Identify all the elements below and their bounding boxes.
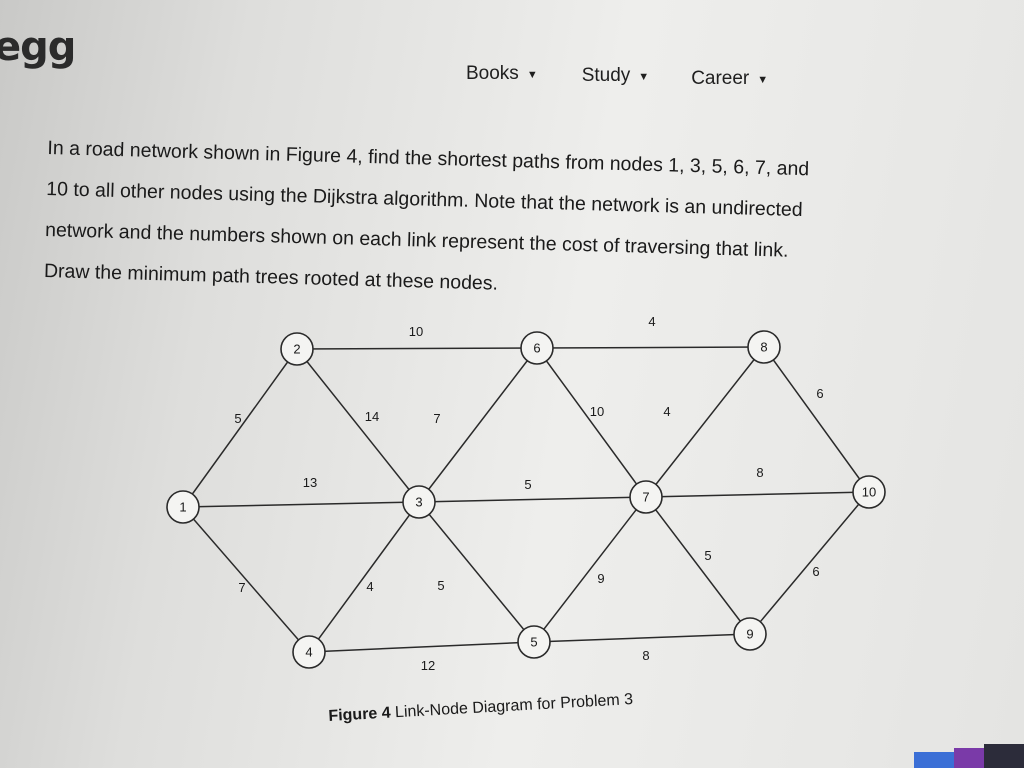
edge-cost-label: 5: [234, 411, 241, 426]
edge-cost-label: 7: [238, 580, 245, 595]
edge-9-10: [749, 491, 870, 635]
nav-study[interactable]: Study ▼: [582, 62, 649, 90]
nav-career[interactable]: Career ▼: [691, 68, 768, 90]
edge-3-4: [308, 501, 420, 653]
edge-1-3: [182, 501, 420, 508]
node-9: [733, 617, 767, 651]
node-label: 3: [415, 495, 422, 510]
nav-career-label: Career: [691, 68, 750, 89]
node-label: 1: [179, 500, 186, 515]
edge-cost-label: 10: [590, 404, 604, 419]
node-2: [280, 332, 314, 366]
node-label: 4: [305, 645, 312, 660]
node-label: 8: [760, 340, 767, 355]
edge-3-5: [418, 501, 535, 643]
edge-cost-label: 4: [663, 404, 670, 419]
nav-books-label: Books: [466, 63, 519, 84]
edge-cost-label: 9: [597, 571, 604, 586]
edge-2-3: [296, 348, 420, 503]
edge-7-9: [645, 496, 751, 635]
edge-6-8: [536, 346, 765, 349]
node-7: [629, 480, 663, 514]
chevron-down-icon: ▼: [757, 74, 769, 86]
chegg-logo[interactable]: egg: [0, 24, 76, 70]
node-3: [402, 485, 436, 519]
node-10: [852, 475, 886, 509]
node-label: 9: [746, 627, 753, 642]
edge-cost-label: 6: [812, 564, 819, 579]
edge-cost-label: 4: [648, 314, 655, 329]
chevron-down-icon: ▼: [638, 71, 650, 83]
nav-study-label: Study: [581, 65, 631, 86]
top-nav: Books ▼ Study ▼ Career ▼: [466, 58, 768, 90]
edge-cost-label: 5: [704, 548, 711, 563]
edge-cost-label: 6: [816, 386, 823, 401]
node-label: 6: [533, 341, 540, 356]
edge-8-10: [763, 346, 870, 493]
edge-cost-label: 8: [642, 648, 649, 663]
edge-cost-label: 7: [433, 411, 440, 426]
edge-7-8: [645, 346, 765, 498]
cost-labels-layer: 5 13 7 10 14 7 5 4 5 12 4 10 4 6 8 9 5 8 6: [234, 314, 823, 673]
node-1: [166, 490, 200, 524]
edge-7-5: [533, 496, 647, 643]
edge-2-6: [296, 347, 538, 350]
edge-cost-label: 8: [756, 465, 763, 480]
edge-3-7: [418, 496, 647, 503]
edge-cost-label: 14: [365, 409, 379, 424]
edge-cost-label: 10: [409, 324, 423, 339]
node-6: [520, 331, 554, 365]
chevron-down-icon: ▼: [526, 69, 538, 81]
edge-cost-label: 12: [421, 658, 435, 673]
edge-cost-label: 4: [366, 579, 373, 594]
edge-cost-label: 13: [303, 475, 317, 490]
node-5: [517, 625, 551, 659]
node-label: 10: [862, 485, 876, 500]
edges-layer: [182, 346, 870, 653]
figure-caption-label: Figure 4: [328, 704, 392, 725]
node-label: 7: [642, 490, 649, 505]
taskbar-corner: [914, 744, 1024, 768]
node-label: 5: [530, 635, 537, 650]
node-4: [292, 635, 326, 669]
edge-7-10: [645, 491, 870, 498]
edge-1-2: [182, 348, 298, 508]
edge-5-9: [533, 633, 751, 643]
edge-cost-label: 5: [524, 477, 531, 492]
node-8: [747, 330, 781, 364]
node-label: 2: [293, 342, 300, 357]
edge-3-6: [418, 347, 538, 503]
edge-cost-label: 5: [437, 578, 444, 593]
nodes-layer: 1 2 3 4 5 6 7 8 9 10: [166, 330, 886, 669]
edge-6-7: [536, 347, 647, 498]
edge-1-4: [182, 506, 310, 653]
edge-4-5: [308, 641, 535, 653]
nav-books[interactable]: Books ▼: [466, 58, 538, 90]
